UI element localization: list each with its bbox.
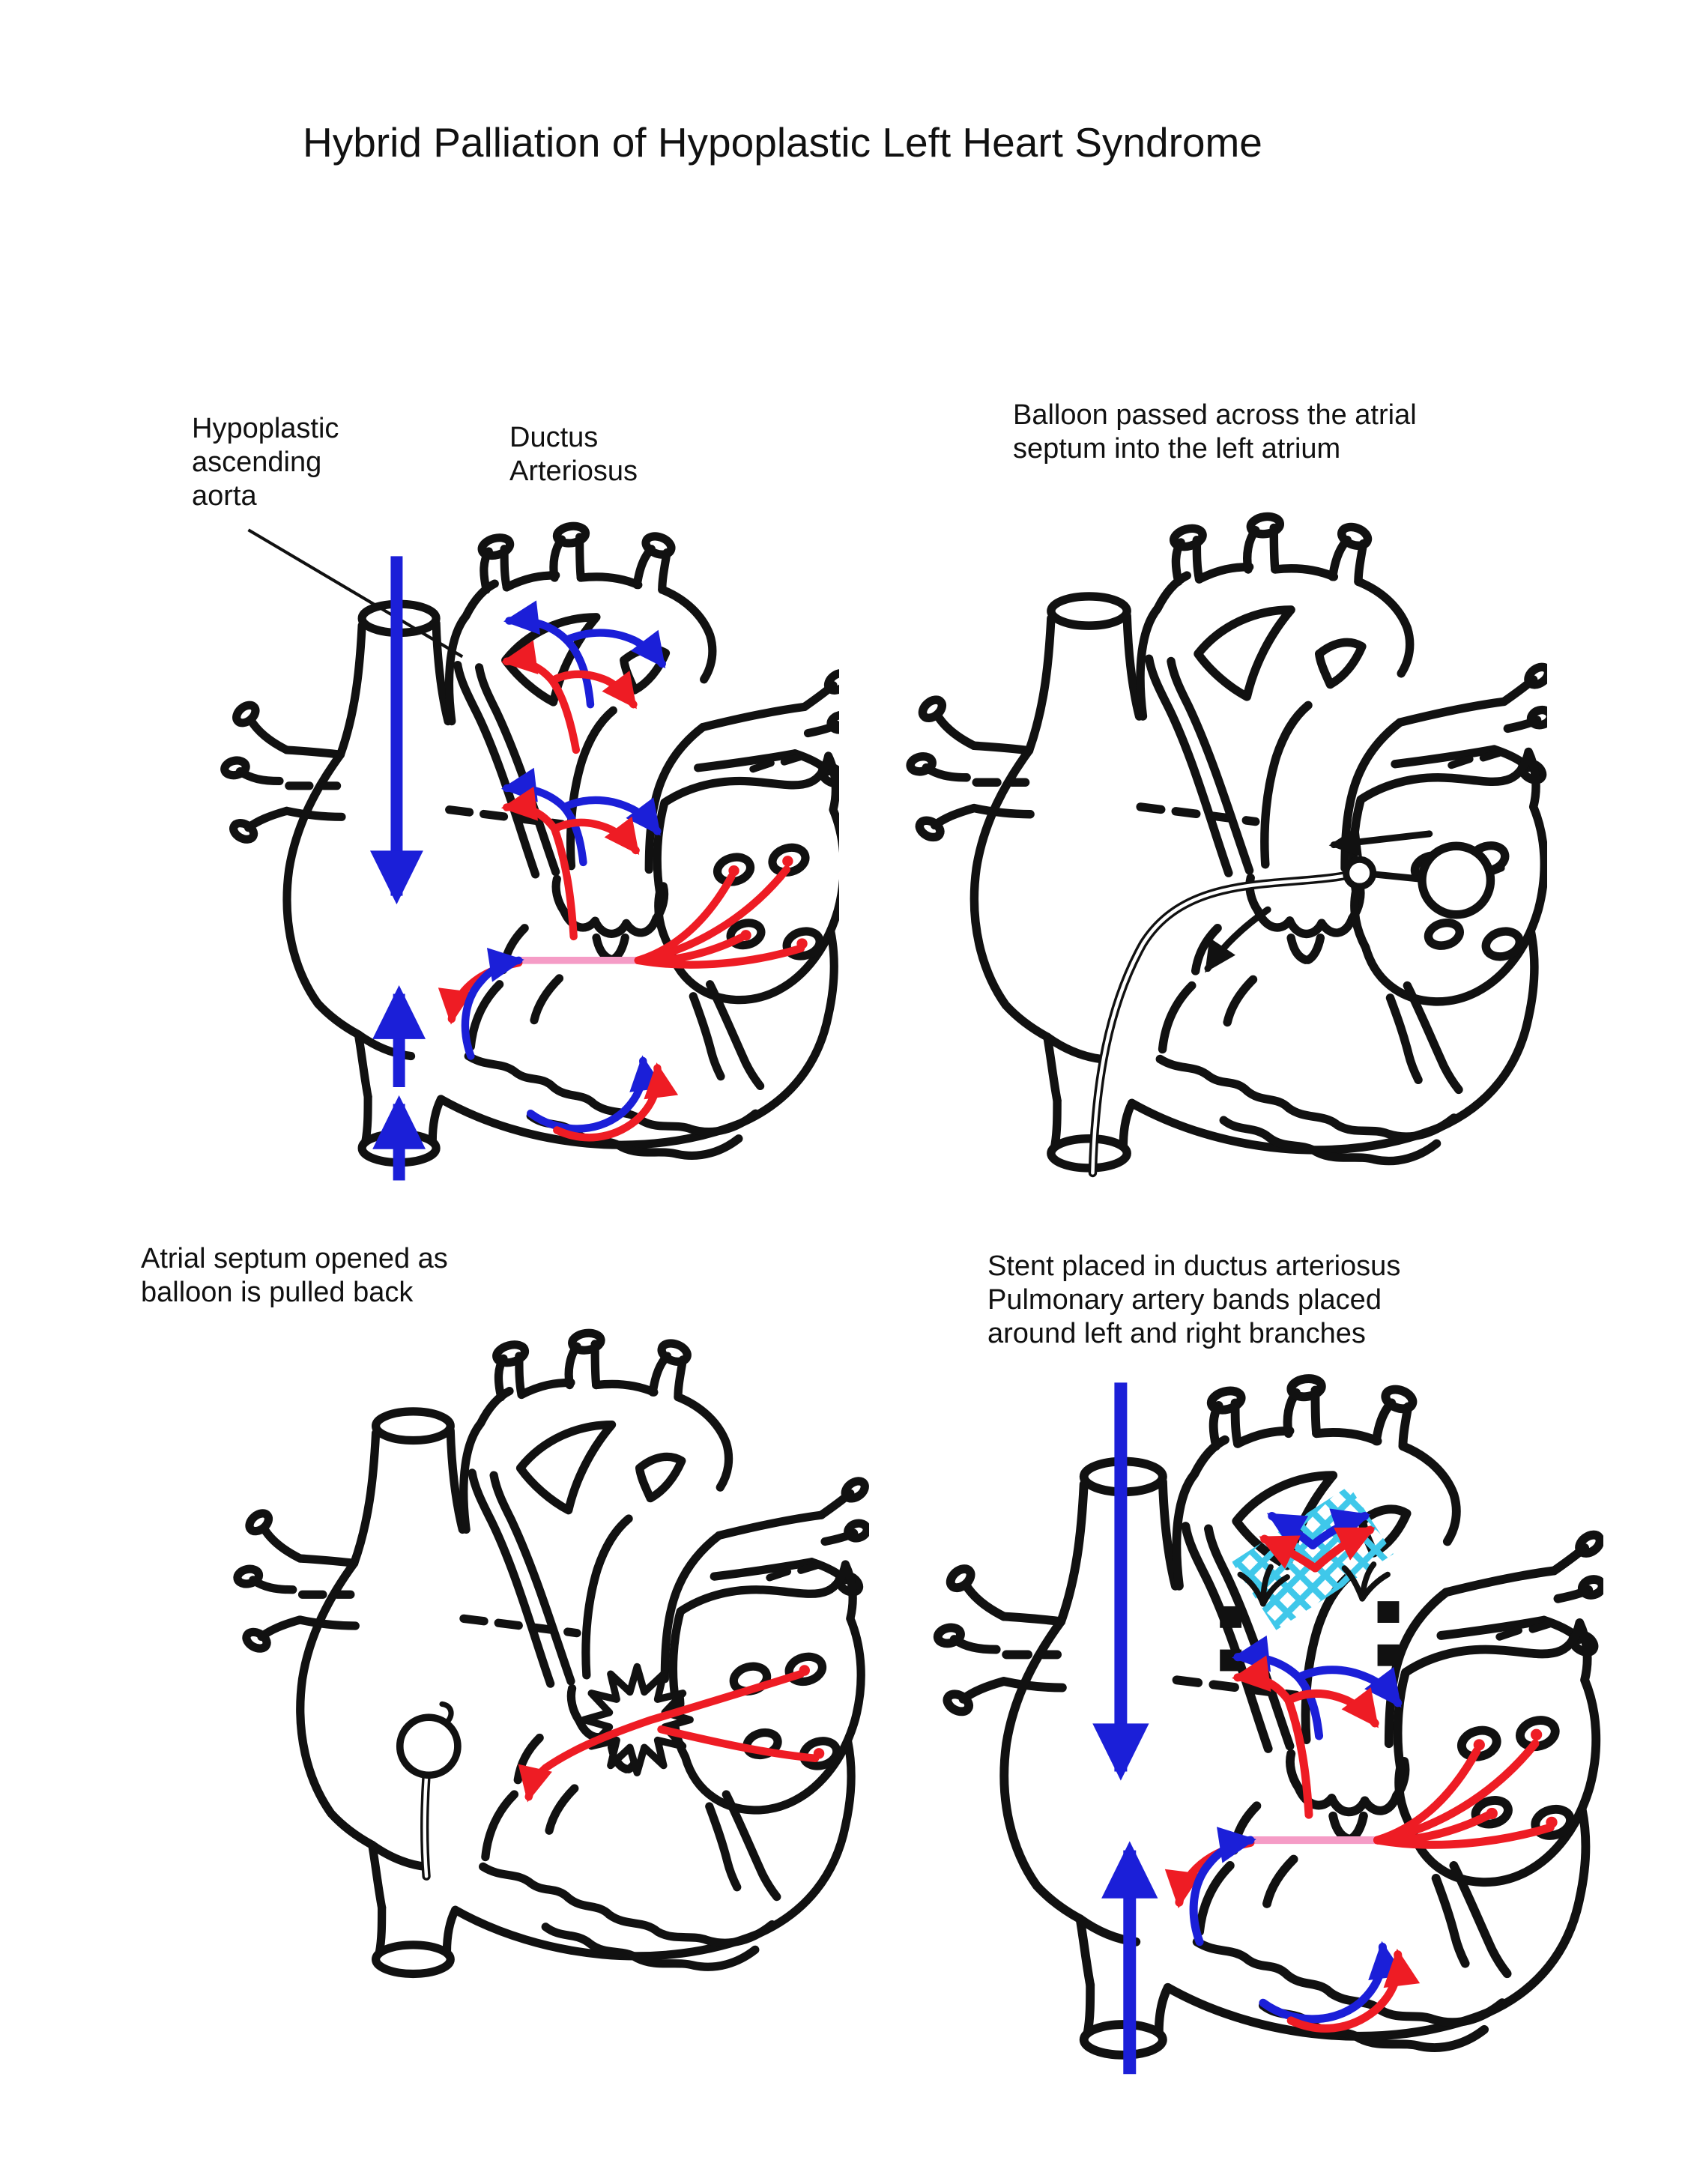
shared-flow-arrows — [1179, 1657, 1558, 2028]
heart-diagram-septum-opened — [217, 1322, 869, 1997]
withdraw-curved-arrow — [1204, 906, 1271, 973]
balloon-catheter — [1088, 841, 1505, 1178]
flow-arrows — [1092, 1382, 1558, 2075]
left-to-right-flow — [518, 1665, 825, 1803]
heart-outline — [909, 515, 1547, 1168]
heart-diagram-balloon-septostomy — [895, 506, 1547, 1178]
heart-outline — [236, 1331, 868, 1974]
inflated-balloon — [1418, 841, 1495, 919]
caption-atrial-septum-opened: Atrial septum opened as balloon is pulle… — [141, 1243, 448, 1308]
pulmonary-artery-bands — [1220, 1561, 1400, 1672]
deflated-balloon-catheter — [396, 1701, 462, 1881]
shared-flow-arrows — [452, 787, 808, 1137]
page-title: Hybrid Palliation of Hypoplastic Left He… — [303, 119, 1262, 166]
label-hypoplastic-ascending-aorta: Hypoplastic ascending aorta — [192, 413, 339, 512]
pull-direction-arrow — [1328, 826, 1433, 858]
torn-septum-burst — [580, 1663, 694, 1776]
right-pa-band-upper — [1377, 1601, 1400, 1623]
heart-diagram-hybrid-result — [918, 1367, 1603, 2075]
right-pa-band-lower — [1377, 1644, 1400, 1666]
band-tie-marks — [1237, 1561, 1391, 1607]
caption-stent-and-bands: Stent placed in ductus arteriosus Pulmon… — [987, 1250, 1401, 1349]
caption-balloon-passed: Balloon passed across the atrial septum … — [1013, 399, 1417, 465]
left-pa-band-upper — [1220, 1606, 1242, 1628]
heart-diagram-native-circulation — [217, 509, 839, 1181]
septum-crossing-point — [1343, 856, 1377, 890]
heart-outline — [937, 1377, 1603, 2055]
deflated-balloon — [396, 1713, 462, 1779]
label-ductus-arteriosus: Ductus Arteriosus — [509, 422, 638, 487]
aorta-leader-line — [247, 528, 464, 659]
flow-arrows — [369, 556, 808, 1181]
